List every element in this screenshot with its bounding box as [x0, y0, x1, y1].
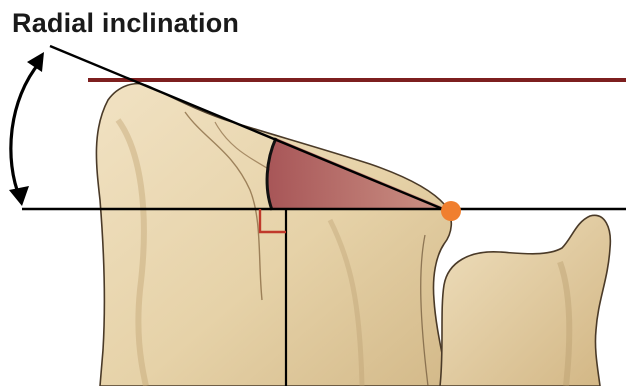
figure-title: Radial inclination	[12, 6, 239, 40]
ulnar-corner-point	[441, 201, 461, 221]
angle-indicator-arrow	[11, 62, 40, 198]
ulna-bone	[440, 215, 610, 386]
radius-bone	[96, 84, 451, 386]
arrow-head-bottom	[9, 186, 29, 206]
